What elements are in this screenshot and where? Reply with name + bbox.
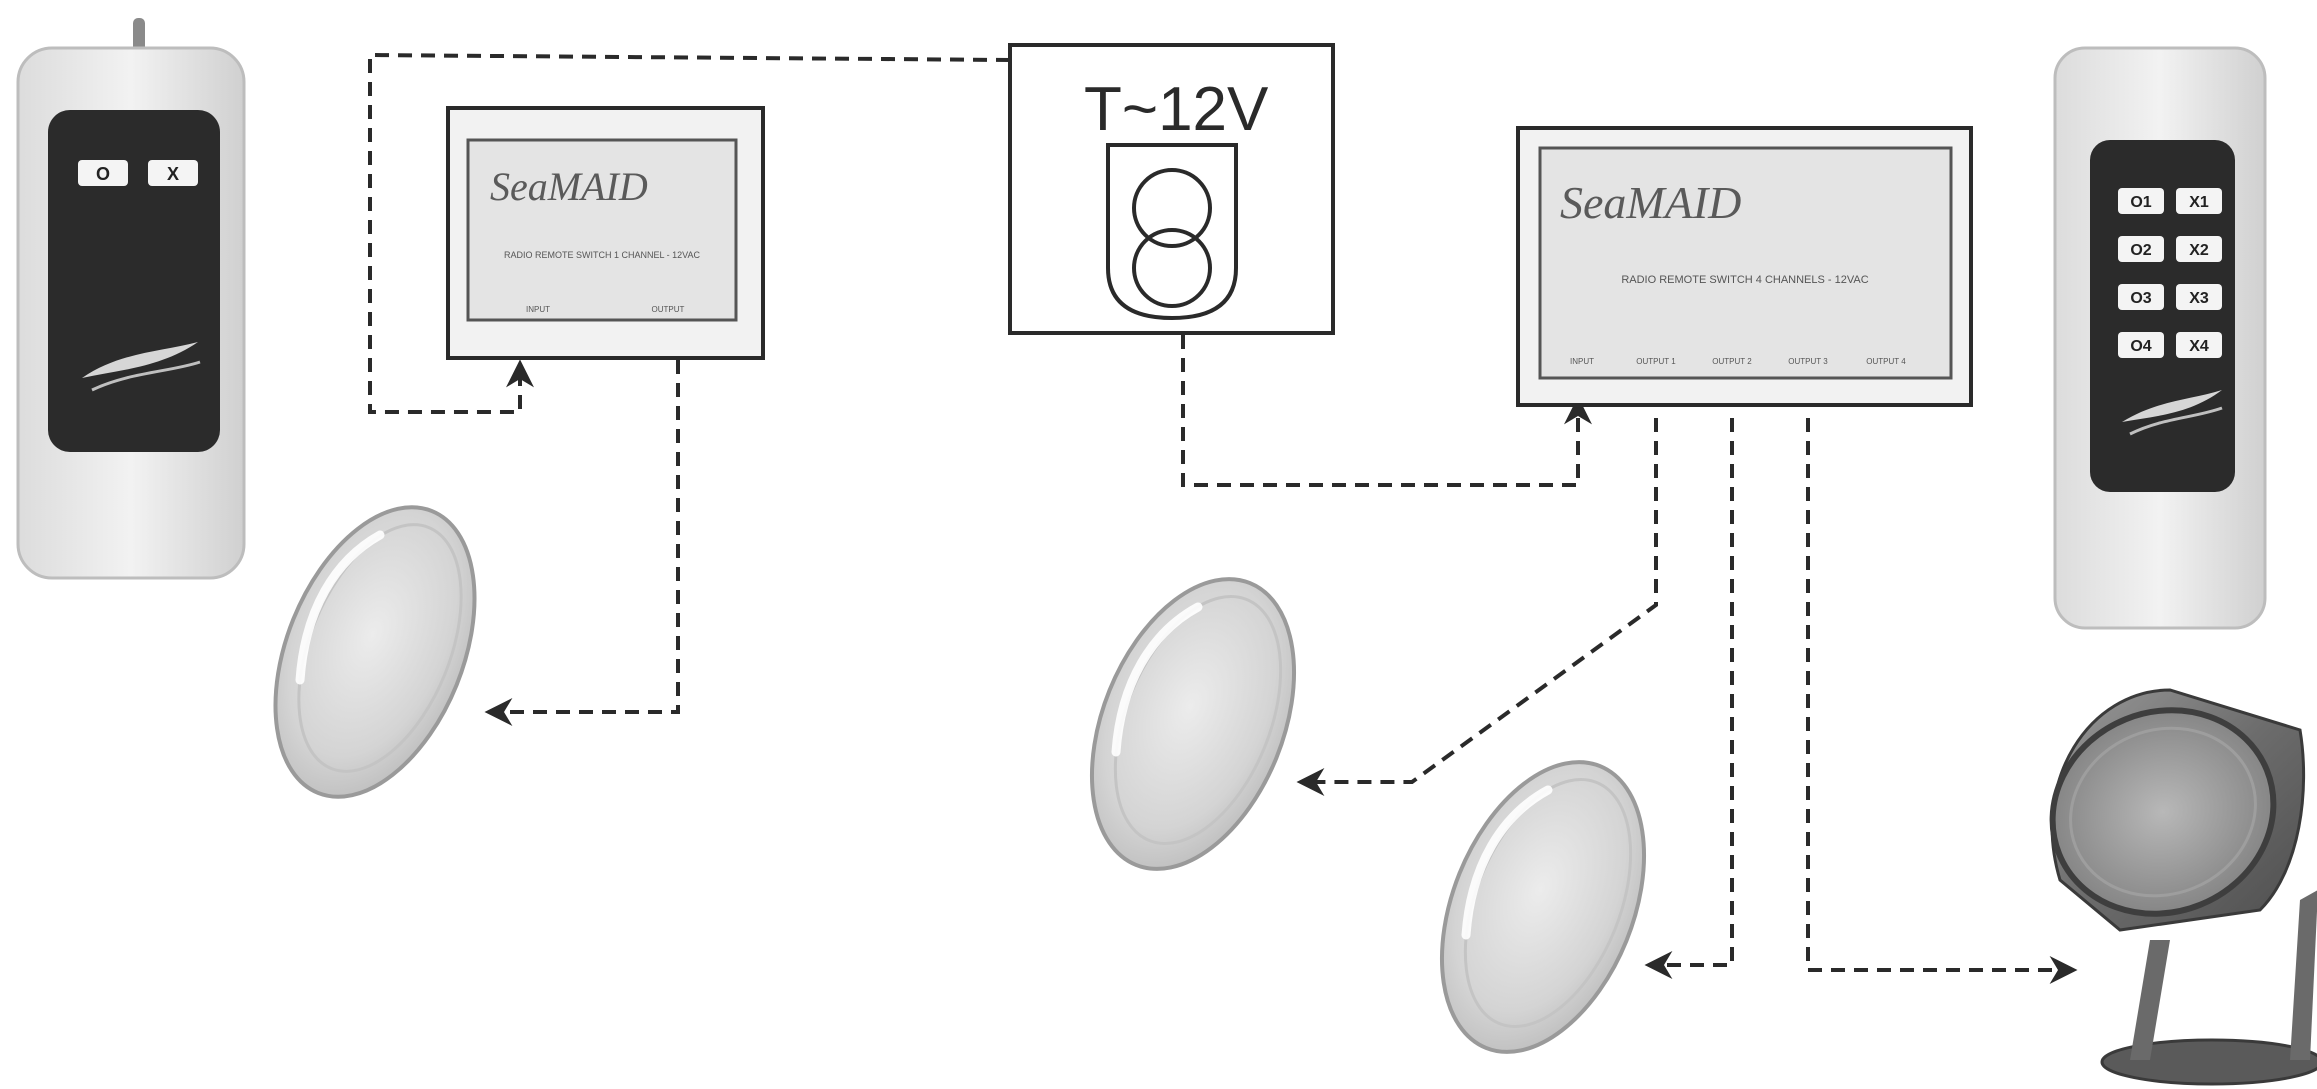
- receiver-4ch-output3-label: OUTPUT 3: [1788, 357, 1828, 366]
- receiver-1ch-brand-logo: SeaMAID: [490, 164, 648, 209]
- remote-4ch-button-x2-label: X2: [2189, 242, 2209, 259]
- receiver-4ch-output1-label: OUTPUT 1: [1636, 357, 1676, 366]
- remote-4ch-button-o3-label: O3: [2130, 290, 2151, 307]
- transformer-voltage-label: T~12V: [1084, 75, 1269, 144]
- wire-receiver4-output3-to-spotlight: [1806, 418, 2078, 984]
- wave-logo-icon: [2122, 390, 2222, 422]
- transformer: T~12V: [1008, 43, 1335, 335]
- remote-1ch-button-x[interactable]: X: [148, 160, 198, 186]
- pool-lamp-2: [1089, 577, 1297, 871]
- remote-1ch-button-o-label: O: [96, 164, 110, 184]
- remote-4ch-button-o1-label: O1: [2130, 194, 2151, 211]
- pool-lamp-1: [273, 505, 477, 799]
- pool-lamp-3: [1439, 760, 1647, 1054]
- spotlight: [2049, 688, 2317, 1086]
- remote-control-1ch: O X: [16, 18, 246, 580]
- remote-4ch-keypad-panel: [2090, 140, 2235, 492]
- receiver-4ch-output4-label: OUTPUT 4: [1866, 357, 1906, 366]
- remote-4ch-button-o3[interactable]: O3: [2118, 284, 2164, 310]
- remote-4ch-button-x1-label: X1: [2189, 194, 2209, 211]
- receiver-4-channel: SeaMAID RADIO REMOTE SWITCH 4 CHANNELS -…: [1516, 126, 1973, 407]
- remote-4ch-button-o4[interactable]: O4: [2118, 332, 2164, 358]
- remote-4ch-button-x4[interactable]: X4: [2176, 332, 2222, 358]
- wire-transformer-to-receiver4-input: [1181, 335, 1592, 487]
- wire-receiver4-output2-to-lamp3: [1644, 418, 1734, 979]
- wave-logo-icon: [82, 342, 198, 378]
- receiver-4ch-input-label: INPUT: [1570, 357, 1594, 366]
- receiver-4ch-output2-label: OUTPUT 2: [1712, 357, 1752, 366]
- remote-1ch-button-x-label: X: [167, 164, 179, 184]
- receiver-4ch-brand-logo: SeaMAID: [1560, 177, 1741, 228]
- remote-control-4ch: O1 X1 O2 X2 O3 X3 O4 X4: [2053, 46, 2267, 630]
- wire-transformer-to-receiver1-input: [368, 52, 1011, 414]
- wiring-lines: [368, 52, 2078, 984]
- receiver-1ch-input-label: INPUT: [526, 305, 550, 314]
- remote-4ch-button-o2-label: O2: [2130, 242, 2151, 259]
- remote-1ch-button-o[interactable]: O: [78, 160, 128, 186]
- remote-4ch-button-x3[interactable]: X3: [2176, 284, 2222, 310]
- remote-4ch-button-o2[interactable]: O2: [2118, 236, 2164, 262]
- receiver-1ch-output-label: OUTPUT: [652, 305, 685, 314]
- wire-receiver1-output-to-lamp1: [484, 360, 680, 726]
- remote-4ch-button-x1[interactable]: X1: [2176, 188, 2222, 214]
- remote-4ch-button-o1[interactable]: O1: [2118, 188, 2164, 214]
- remote-4ch-button-x3-label: X3: [2189, 290, 2209, 307]
- remote-4ch-button-x4-label: X4: [2189, 338, 2209, 355]
- remote-4ch-button-o4-label: O4: [2130, 338, 2151, 355]
- receiver-1-channel: SeaMAID RADIO REMOTE SWITCH 1 CHANNEL - …: [446, 106, 765, 360]
- remote-4ch-button-x2[interactable]: X2: [2176, 236, 2222, 262]
- receiver-1ch-caption: RADIO REMOTE SWITCH 1 CHANNEL - 12VAC: [504, 250, 701, 260]
- wire-receiver4-output1-to-lamp2: [1296, 418, 1658, 796]
- transformer-symbol-icon: [1106, 143, 1238, 321]
- receiver-4ch-caption: RADIO REMOTE SWITCH 4 CHANNELS - 12VAC: [1621, 274, 1868, 286]
